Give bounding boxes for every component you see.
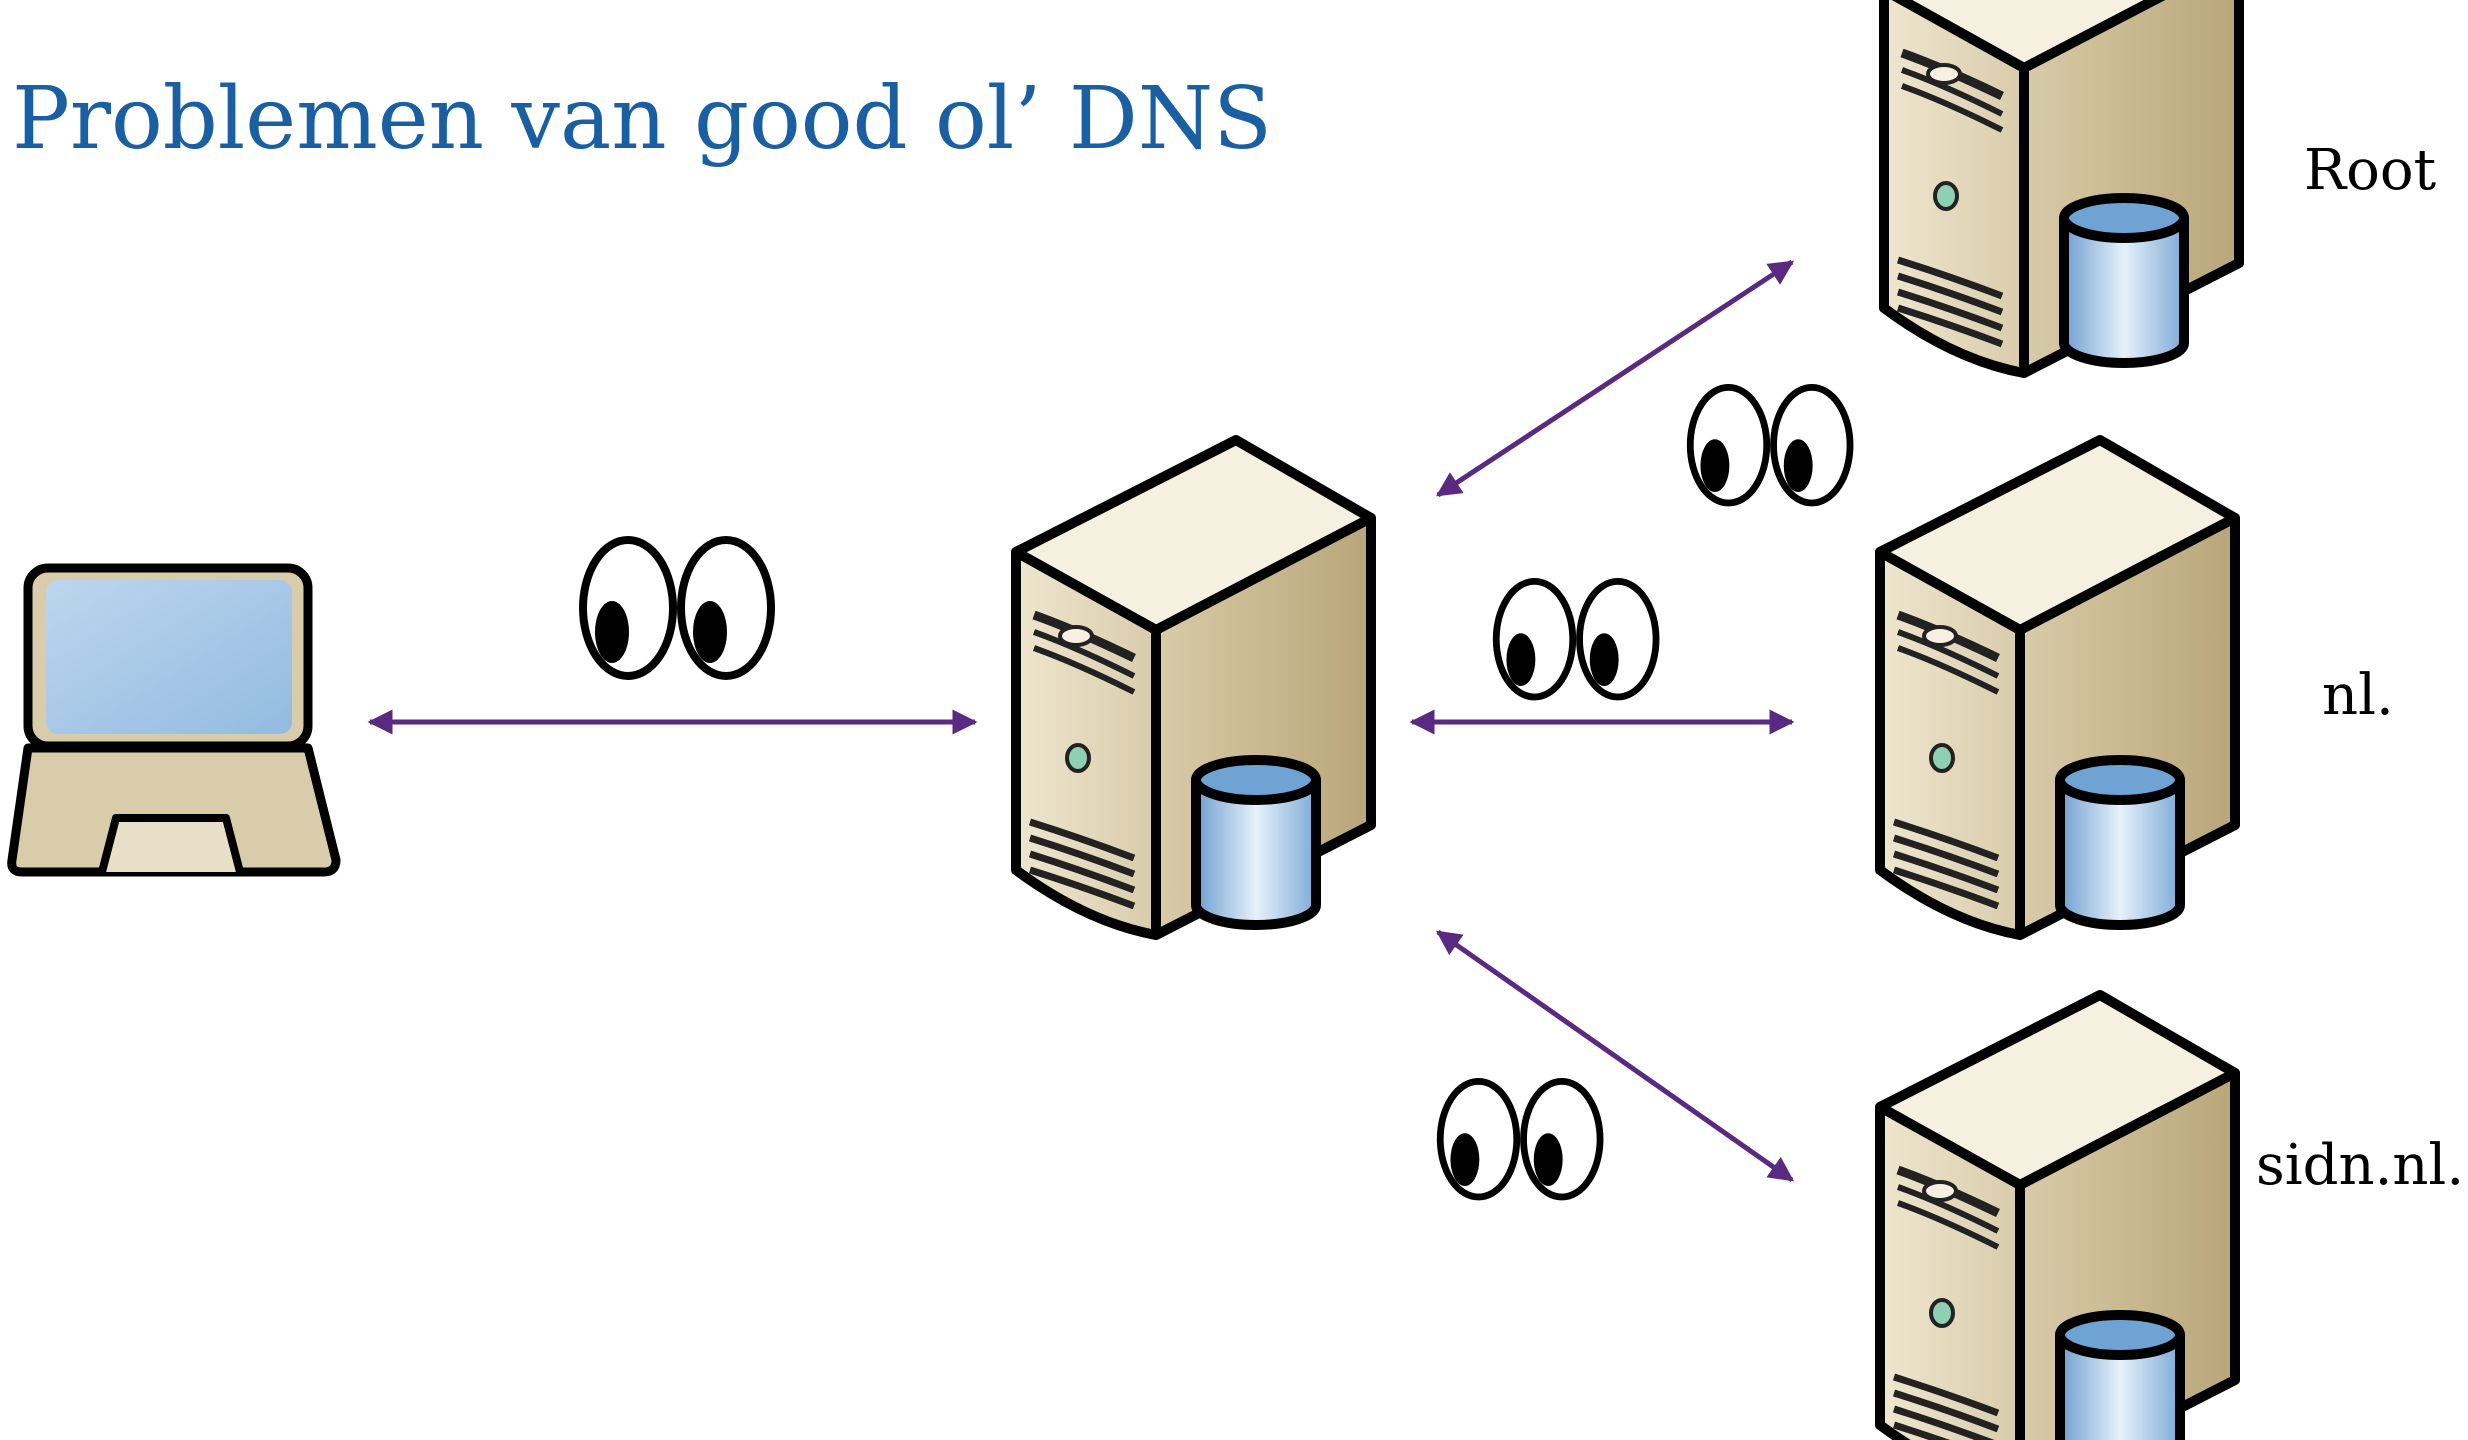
resolver-sidn-arrow [1435, 929, 1795, 1183]
resolver-server-icon [1016, 440, 1371, 935]
server-label-nl: nl. [2322, 663, 2394, 728]
eyes-icon [1496, 581, 1656, 697]
nl-server-icon [1880, 440, 2235, 935]
root-server-icon [1884, 0, 2239, 373]
slide-title: Problemen van good ol’ DNS [12, 69, 1273, 169]
eyes-icon [583, 540, 771, 676]
server-label-root: Root [2304, 138, 2437, 203]
eyes-icon [1440, 1081, 1600, 1197]
resolver-root-arrow [1435, 259, 1795, 498]
sidn-server-icon [1880, 995, 2235, 1440]
laptop-icon [7, 563, 341, 877]
server-label-sidn: sidn.nl. [2256, 1133, 2465, 1198]
eyes-icon [1690, 387, 1850, 503]
